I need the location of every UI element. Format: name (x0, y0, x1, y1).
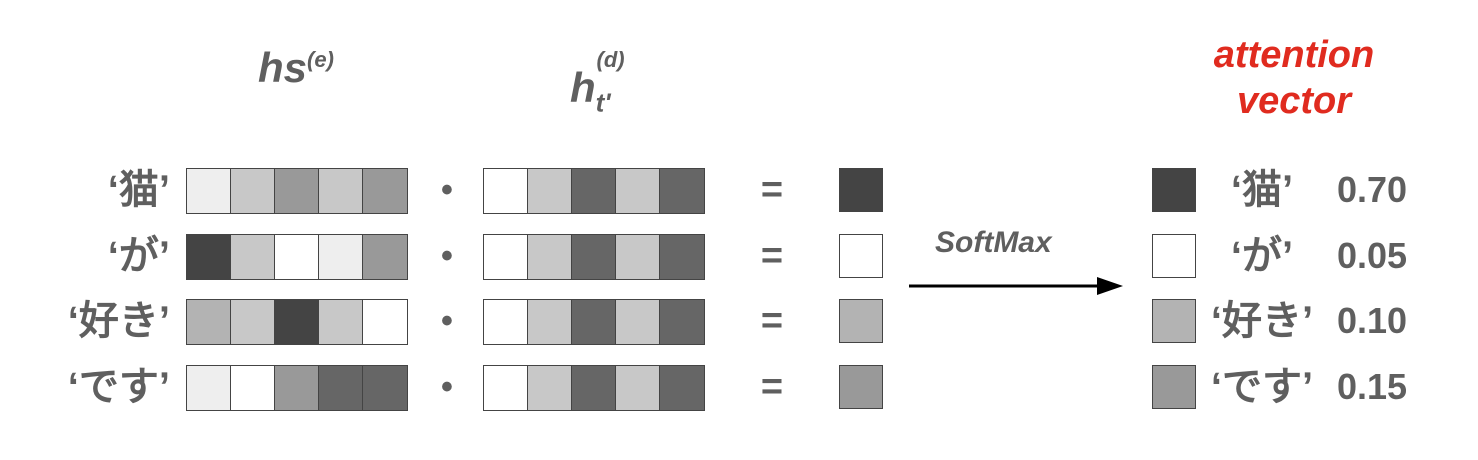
dot-product-operator: • (441, 368, 453, 406)
encoder-vector-cell (275, 169, 319, 213)
decoder-vector-cell (616, 235, 660, 279)
decoder-vector-cell (660, 366, 704, 410)
ht-subscript: t' (595, 87, 611, 118)
decoder-vector-cell (484, 300, 528, 344)
encoder-vector-cell (275, 300, 319, 344)
decoder-vector (483, 365, 705, 411)
encoder-hidden-states-header: hs(e) (258, 44, 334, 92)
encoder-vector-cell (187, 366, 231, 410)
encoder-vector-cell (319, 300, 363, 344)
hs-base: hs (258, 44, 308, 91)
attention-probability: 0.70 (1337, 169, 1408, 210)
encoder-vector-cell (319, 169, 363, 213)
attention-probability: 0.05 (1337, 235, 1408, 276)
attention-word-label: ‘が’ (1230, 234, 1294, 278)
softmax-arrow (909, 277, 1123, 295)
row-word-label: ‘好き’ (67, 299, 170, 343)
decoder-vector (483, 234, 705, 280)
decoder-vector (483, 299, 705, 345)
decoder-vector-cell (528, 235, 572, 279)
attention-weight-box (1152, 365, 1196, 409)
attention-title-line1: attention (1213, 34, 1375, 76)
equals-operator: = (760, 169, 784, 211)
encoder-vector-cell (187, 235, 231, 279)
encoder-vector-cell (363, 235, 407, 279)
attention-word-label: ‘です’ (1210, 365, 1314, 409)
score-box (839, 234, 883, 278)
encoder-vector-cell (275, 366, 319, 410)
decoder-vector-cell (616, 366, 660, 410)
attention-weight-box (1152, 168, 1196, 212)
dot-product-operator: • (441, 302, 453, 340)
encoder-vector (186, 365, 408, 411)
softmax-label: SoftMax (935, 226, 1052, 259)
encoder-vector-cell (275, 235, 319, 279)
score-box (839, 168, 883, 212)
equals-operator: = (760, 300, 784, 342)
row-word-label: ‘猫’ (107, 168, 170, 212)
encoder-vector-cell (231, 235, 275, 279)
decoder-vector-cell (572, 300, 616, 344)
row-word-label: ‘が’ (107, 234, 170, 278)
attention-weight-box (1152, 234, 1196, 278)
decoder-vector-cell (660, 235, 704, 279)
attention-vector-title: attention vector (1184, 32, 1404, 124)
encoder-vector-cell (363, 300, 407, 344)
score-box (839, 365, 883, 409)
attention-word-label: ‘猫’ (1230, 168, 1294, 212)
decoder-vector-cell (660, 169, 704, 213)
decoder-vector-cell (572, 366, 616, 410)
attention-weight-box (1152, 299, 1196, 343)
decoder-vector-cell (484, 235, 528, 279)
encoder-vector-cell (187, 169, 231, 213)
encoder-vector (186, 299, 408, 345)
dot-product-operator: • (441, 237, 453, 275)
decoder-vector-cell (528, 169, 572, 213)
attention-title-line2: vector (1236, 80, 1352, 122)
encoder-vector-cell (363, 366, 407, 410)
decoder-vector-cell (528, 300, 572, 344)
ht-base: h (570, 64, 596, 111)
encoder-vector-cell (231, 169, 275, 213)
encoder-vector (186, 234, 408, 280)
decoder-vector-cell (616, 169, 660, 213)
decoder-vector-cell (528, 366, 572, 410)
encoder-vector-cell (231, 366, 275, 410)
decoder-vector (483, 168, 705, 214)
row-word-label: ‘です’ (67, 365, 170, 409)
decoder-vector-cell (484, 366, 528, 410)
ht-superscript: (d) (596, 47, 625, 72)
encoder-vector-cell (319, 235, 363, 279)
equals-operator: = (760, 366, 784, 408)
decoder-hidden-state-header: ht' (d) (570, 47, 625, 118)
decoder-vector-cell (484, 169, 528, 213)
encoder-vector-cell (187, 300, 231, 344)
encoder-vector-cell (231, 300, 275, 344)
decoder-vector-cell (616, 300, 660, 344)
decoder-vector-cell (572, 235, 616, 279)
encoder-vector (186, 168, 408, 214)
dot-product-operator: • (441, 171, 453, 209)
encoder-vector-cell (363, 169, 407, 213)
decoder-vector-cell (660, 300, 704, 344)
decoder-vector-cell (572, 169, 616, 213)
equals-operator: = (760, 235, 784, 277)
attention-probability: 0.15 (1337, 366, 1408, 407)
attention-probability: 0.10 (1337, 300, 1408, 341)
hs-superscript: (e) (307, 47, 334, 72)
attention-word-label: ‘好き’ (1210, 299, 1314, 343)
score-box (839, 299, 883, 343)
encoder-vector-cell (319, 366, 363, 410)
